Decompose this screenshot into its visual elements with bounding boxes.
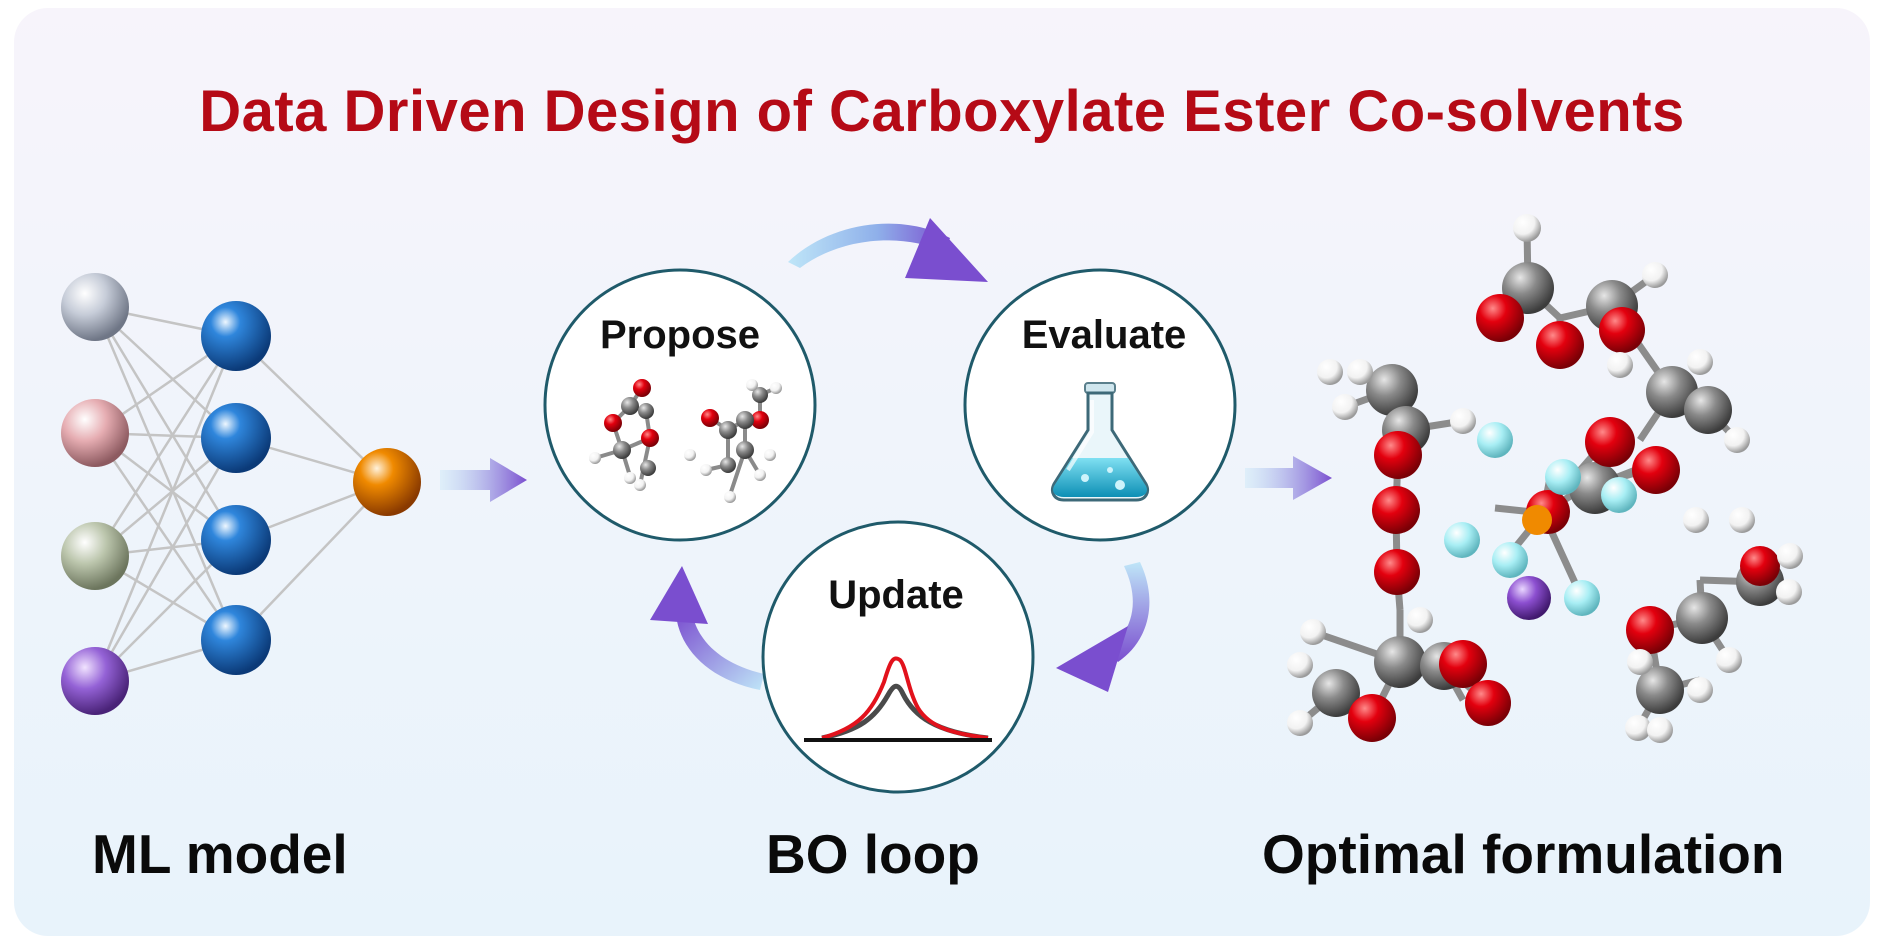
arc-arrow-evaluate-to-update	[1056, 562, 1150, 692]
hidden-neuron	[201, 301, 271, 371]
propose-node: Propose	[543, 268, 817, 542]
input-neuron	[61, 522, 129, 590]
figure-title: Data Driven Design of Carboxylate Ester …	[199, 79, 1685, 144]
input-neuron	[61, 647, 129, 715]
update-node: Update	[761, 520, 1035, 794]
gaussian-curve-icon	[804, 656, 992, 742]
arc-arrow-propose-to-evaluate	[788, 218, 988, 282]
molecule-icon	[589, 379, 782, 503]
update-label: Update	[828, 573, 964, 617]
section-label-optimal-formulation: Optimal formulation	[1262, 823, 1785, 885]
arc-arrow-update-to-propose	[650, 566, 764, 690]
evaluate-label: Evaluate	[1022, 313, 1187, 357]
hidden-neuron	[201, 605, 271, 675]
evaluate-node: Evaluate	[963, 268, 1237, 542]
propose-label: Propose	[600, 313, 760, 357]
section-label-bo-loop: BO loop	[766, 823, 980, 885]
neural-network-icon	[61, 273, 421, 715]
hidden-neuron	[201, 505, 271, 575]
molecular-cluster-icon	[1287, 214, 1803, 743]
input-neuron	[61, 273, 129, 341]
arrow-right-icon	[440, 458, 527, 502]
arrow-right-icon	[1245, 456, 1332, 500]
output-neuron	[353, 448, 421, 516]
input-neuron	[61, 399, 129, 467]
hidden-neuron	[201, 403, 271, 473]
section-label-ml-model: ML model	[92, 823, 348, 885]
flask-icon	[1050, 382, 1150, 502]
